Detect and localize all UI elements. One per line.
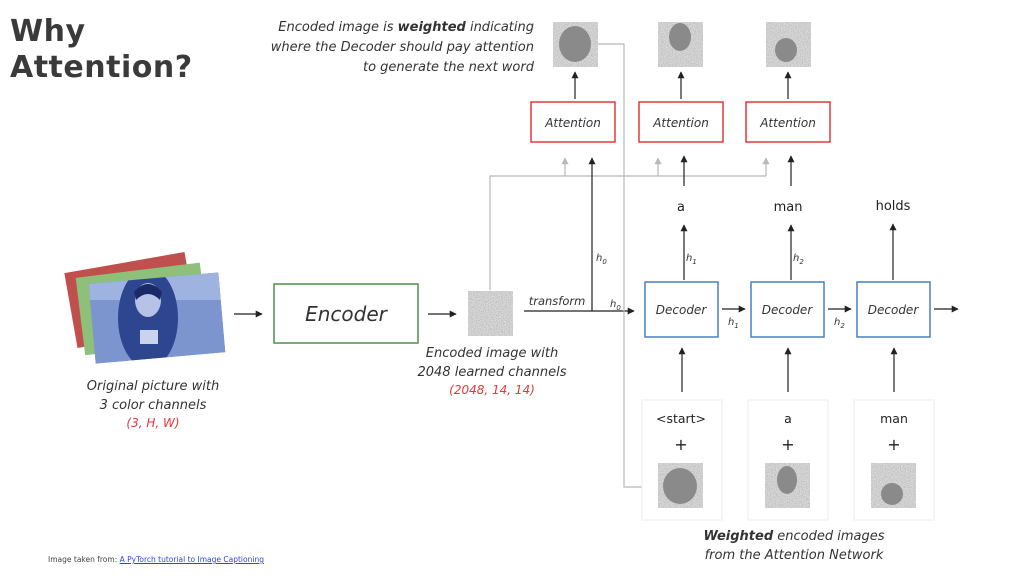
original-picture	[64, 251, 226, 364]
input-card-3: man +	[853, 399, 935, 521]
decoder-1: Decoder	[644, 281, 719, 338]
image-credit: Image taken from: A PyTorch tutorial to …	[48, 555, 264, 564]
weighted-image-bottom-3	[871, 463, 916, 508]
credit-link[interactable]: A PyTorch tutorial to Image Captioning	[119, 555, 264, 564]
portrait-photo	[88, 272, 226, 364]
input-word-3: man	[880, 411, 908, 426]
h1-label-horizontal: h1	[728, 317, 739, 330]
h0-label-vertical: h0	[596, 253, 607, 266]
attention-3: Attention	[745, 101, 831, 143]
top-caption: Encoded image is weighted indicating whe…	[271, 20, 535, 75]
attention-box-2	[638, 101, 724, 143]
encoded-caption: Encoded image with 2048 learned channels…	[418, 346, 567, 397]
decoder-label-3: Decoder	[868, 303, 920, 317]
original-caption-line-1: Original picture with	[87, 379, 219, 394]
title-line-2: Attention?	[10, 50, 193, 85]
top-caption-line-2: where the Decoder should pay attention	[271, 40, 534, 55]
attention-label-2: Attention	[652, 116, 709, 130]
attention-box-3	[745, 101, 831, 143]
plus-sign-1: +	[674, 435, 687, 454]
output-word-1: a	[677, 200, 685, 215]
attention-1: Attention	[530, 101, 616, 143]
transform-label: transform	[529, 294, 586, 308]
decoder-box-2	[750, 281, 825, 338]
weighted-image-bottom-2	[765, 463, 810, 508]
decoder-box-1	[644, 281, 719, 338]
bottom-caption: Weighted encoded images from the Attenti…	[703, 529, 884, 563]
decoder-box-3	[856, 281, 931, 338]
h1-label-vertical: h1	[686, 253, 697, 266]
credit-prefix: Image taken from:	[48, 555, 120, 564]
encoder-label: Encoder	[305, 302, 389, 326]
original-caption-line-2: 3 color channels	[100, 398, 207, 413]
attention-box-1	[530, 101, 616, 143]
weighted-image-top-3	[766, 22, 811, 67]
decoder-2: Decoder	[750, 281, 825, 338]
decoder-label-2: Decoder	[762, 303, 814, 317]
weighted-image-top-2	[658, 22, 703, 67]
attention-label-1: Attention	[544, 116, 601, 130]
slide-title: Why Attention?	[10, 14, 193, 86]
weighted-image-bottom-1	[658, 463, 703, 508]
attention-label-3: Attention	[759, 116, 816, 130]
weighted-image-top-1	[553, 22, 598, 67]
encoder-box	[273, 283, 419, 344]
output-word-3: holds	[876, 199, 911, 214]
encoded-caption-line-2: 2048 learned channels	[418, 365, 567, 380]
encoded-shape: (2048, 14, 14)	[449, 383, 535, 397]
title-line-1: Why	[10, 14, 86, 49]
h0-label-transform: h0	[610, 299, 621, 312]
top-caption-line-1: Encoded image is weighted indicating	[278, 20, 534, 35]
top-caption-line-3: to generate the next word	[363, 60, 535, 75]
plus-sign-2: +	[781, 435, 794, 454]
original-shape: (3, H, W)	[126, 416, 179, 430]
encoded-image	[468, 291, 513, 336]
output-word-2: man	[774, 200, 803, 215]
plus-sign-3: +	[887, 435, 900, 454]
original-caption: Original picture with 3 color channels (…	[87, 379, 219, 430]
h2-label-vertical: h2	[793, 253, 804, 266]
input-card-1: <start> +	[641, 399, 723, 521]
encoding-feed-lines	[489, 157, 770, 290]
input-word-2: a	[784, 411, 792, 426]
input-card-2: a +	[747, 399, 829, 521]
h2-label-horizontal: h2	[834, 317, 845, 330]
weighted-image-path	[598, 43, 649, 491]
input-word-1: <start>	[656, 411, 706, 426]
encoded-caption-line-1: Encoded image with	[426, 346, 558, 361]
bottom-caption-line-2: from the Attention Network	[705, 548, 884, 563]
bottom-caption-line-1: Weighted encoded images	[703, 529, 884, 544]
decoder-3: Decoder	[856, 281, 931, 338]
attention-2: Attention	[638, 101, 724, 143]
decoder-label-1: Decoder	[656, 303, 708, 317]
